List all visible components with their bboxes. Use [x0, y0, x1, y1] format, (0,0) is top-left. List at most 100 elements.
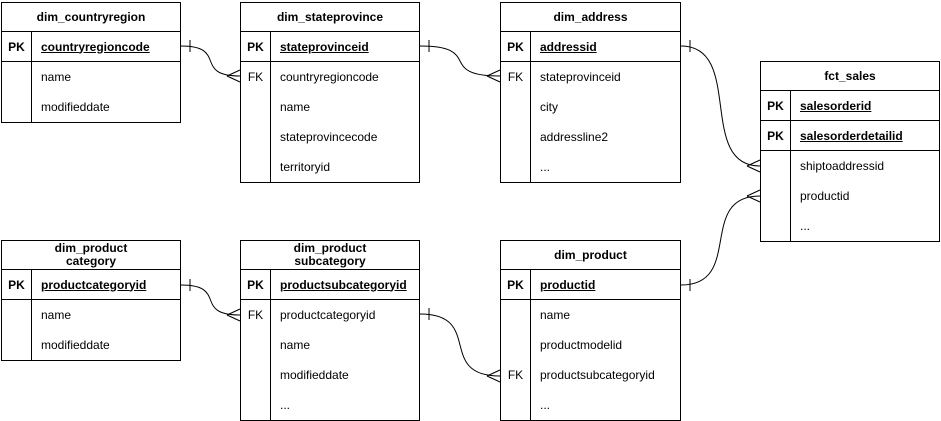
- connector-countryregion-stateprovince[interactable]: [180, 40, 241, 83]
- table-title-line: dim_countryregion: [36, 9, 146, 24]
- cardinality-many-crowfoot: [746, 189, 761, 203]
- empty-key-cell: [761, 211, 790, 241]
- table-title: dim_address: [501, 3, 680, 32]
- key-column: FK: [241, 300, 271, 420]
- empty-key-cell: [501, 300, 530, 330]
- relationship-line[interactable]: [680, 195, 761, 286]
- fk-key-label: FK: [247, 308, 264, 322]
- field-column: name productmodelid productsubcategoryid..…: [531, 300, 680, 420]
- attribute-field-name: modifieddate: [41, 338, 110, 352]
- field-column: name modifieddate: [32, 62, 180, 122]
- pk-row: PK addressid: [501, 32, 680, 62]
- empty-key-cell: [2, 330, 31, 360]
- empty-key-cell: [501, 122, 530, 152]
- table-title: dim_countryregion: [2, 3, 180, 32]
- key-column: FK: [241, 62, 271, 182]
- pk-row: PK productcategoryid: [2, 270, 180, 300]
- attribute-field-name: shiptoaddressid: [800, 159, 885, 173]
- empty-key-cell: [241, 330, 270, 360]
- attribute-field-name: name: [540, 308, 571, 322]
- table-title: dim_product: [501, 241, 680, 270]
- key-column: [2, 62, 32, 122]
- connector-address-fctsales[interactable]: [680, 40, 761, 173]
- empty-key-cell: [501, 390, 530, 420]
- attribute-field-name: productsubcategoryid: [540, 368, 655, 382]
- connector-product-fctsales[interactable]: [680, 189, 761, 291]
- pk-key-label: PK: [241, 32, 271, 61]
- pk-key-label: PK: [501, 270, 531, 299]
- pk-row: PK salesorderid: [761, 91, 939, 121]
- pk-key-label: PK: [501, 32, 531, 61]
- attribute-field-name: name: [280, 100, 311, 114]
- pk-field-name: countryregioncode: [41, 39, 150, 54]
- pk-key-label: PK: [2, 270, 32, 299]
- pk-field-name: stateprovinceid: [280, 39, 369, 54]
- pk-field-name: productcategoryid: [41, 277, 147, 292]
- fk-key-label: FK: [507, 70, 524, 84]
- attribute-field-name: name: [41, 308, 72, 322]
- empty-key-cell: [2, 62, 31, 92]
- connector-productcategory-productsubcategory[interactable]: [180, 279, 241, 322]
- pk-field-name: addressid: [540, 39, 597, 54]
- attribute-field-name: name: [280, 338, 311, 352]
- relationship-line[interactable]: [180, 45, 241, 77]
- pk-field-name: salesorderid: [800, 98, 872, 113]
- empty-key-cell: [2, 92, 31, 122]
- attribute-field-name: productmodelid: [540, 338, 623, 352]
- attributes-section: name modifieddate: [2, 62, 180, 122]
- relationship-line[interactable]: [419, 313, 501, 377]
- cardinality-many-crowfoot: [486, 369, 501, 383]
- pk-row: PK stateprovinceid: [241, 32, 419, 62]
- attribute-field-name: city: [540, 100, 558, 114]
- relationship-line[interactable]: [419, 45, 501, 77]
- relationship-line[interactable]: [680, 45, 761, 167]
- attributes-section: name modifieddate: [2, 300, 180, 360]
- attribute-field-name: modifieddate: [41, 100, 110, 114]
- table-title-line: dim_product: [293, 241, 367, 255]
- empty-key-cell: [2, 300, 31, 330]
- field-column: name modifieddate: [32, 300, 180, 360]
- empty-key-cell: [241, 360, 270, 390]
- table-title: dim_stateprovince: [241, 3, 419, 32]
- pk-field-name: salesorderdetailid: [800, 128, 903, 143]
- connector-productsubcategory-product[interactable]: [419, 308, 501, 383]
- attributes-section: FK stateprovinceid city addressline2...: [501, 62, 680, 182]
- attribute-field-name: ...: [540, 398, 551, 412]
- fk-key-label: FK: [507, 368, 524, 382]
- empty-key-cell: [241, 92, 270, 122]
- attribute-field-name: productid: [800, 189, 850, 203]
- connector-stateprovince-address[interactable]: [419, 40, 501, 83]
- relationship-line[interactable]: [180, 284, 241, 316]
- attribute-field-name: ...: [540, 160, 551, 174]
- attribute-field-name: modifieddate: [280, 368, 349, 382]
- empty-key-cell: [761, 151, 790, 181]
- key-column: [2, 300, 32, 360]
- pk-key-label: PK: [761, 91, 791, 120]
- empty-key-cell: [761, 181, 790, 211]
- attribute-field-name: ...: [280, 398, 291, 412]
- attribute-field-name: addressline2: [540, 130, 609, 144]
- table-title-line: fct_sales: [824, 68, 876, 83]
- table-title-line: dim_stateprovince: [276, 9, 384, 24]
- attribute-field-name: name: [41, 70, 72, 84]
- attributes-section: FK name productmodelid productsubcategoryid…: [501, 300, 680, 420]
- attribute-field-name: stateprovinceid: [540, 70, 621, 84]
- pk-field-name: productid: [540, 277, 596, 292]
